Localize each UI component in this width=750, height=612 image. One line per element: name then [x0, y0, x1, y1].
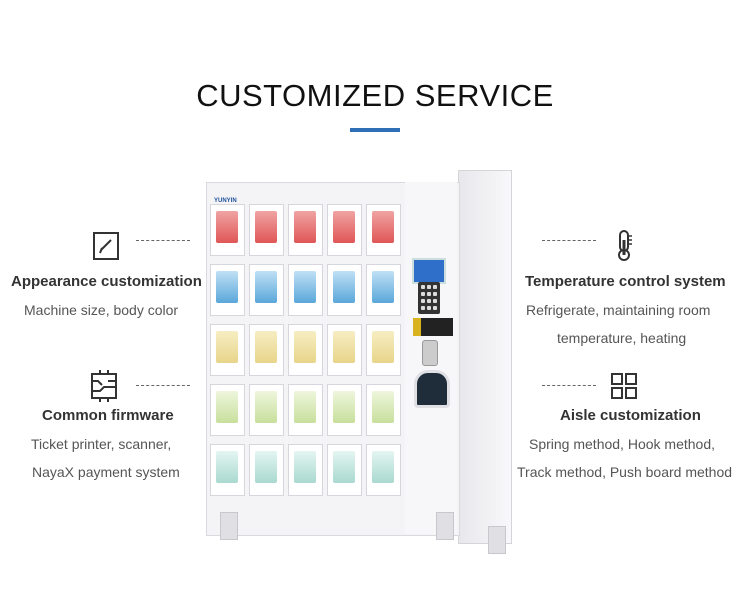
machine-foot — [220, 512, 238, 540]
feature-title: Common firmware — [42, 407, 174, 424]
thermometer-icon — [618, 230, 632, 261]
feature-title: Temperature control system — [525, 273, 726, 290]
connector-line — [136, 385, 190, 386]
title-underline — [350, 128, 400, 132]
machine-display — [412, 258, 446, 284]
machine-card-reader — [413, 318, 453, 336]
circuit-board-icon — [91, 370, 117, 402]
machine-side-panel — [458, 170, 512, 544]
feature-description: Machine size, body color — [24, 302, 179, 318]
feature-title: Aisle customization — [560, 407, 701, 424]
page-title: CUSTOMIZED SERVICE — [196, 78, 554, 113]
vending-machine-image: YUNYIN — [200, 170, 520, 565]
feature-description: NayaX payment system — [32, 464, 180, 480]
connector-line — [136, 240, 190, 241]
edit-document-icon — [93, 232, 119, 260]
feature-description: Track method, Push board method — [517, 464, 733, 480]
machine-keypad — [418, 282, 440, 314]
feature-description: temperature, heating — [557, 330, 687, 346]
machine-scanner — [414, 370, 450, 408]
feature-description: Ticket printer, scanner, — [31, 436, 172, 452]
machine-foot — [436, 512, 454, 540]
feature-description: Refrigerate, maintaining room — [526, 302, 711, 318]
feature-description: Spring method, Hook method, — [529, 436, 715, 452]
feature-title: Appearance customization — [11, 273, 202, 290]
machine-foot — [488, 526, 506, 554]
grid-layout-icon — [611, 373, 637, 399]
machine-brand-logo: YUNYIN — [214, 198, 237, 204]
machine-coin-slot — [422, 340, 438, 366]
connector-line — [542, 240, 596, 241]
connector-line — [542, 385, 596, 386]
